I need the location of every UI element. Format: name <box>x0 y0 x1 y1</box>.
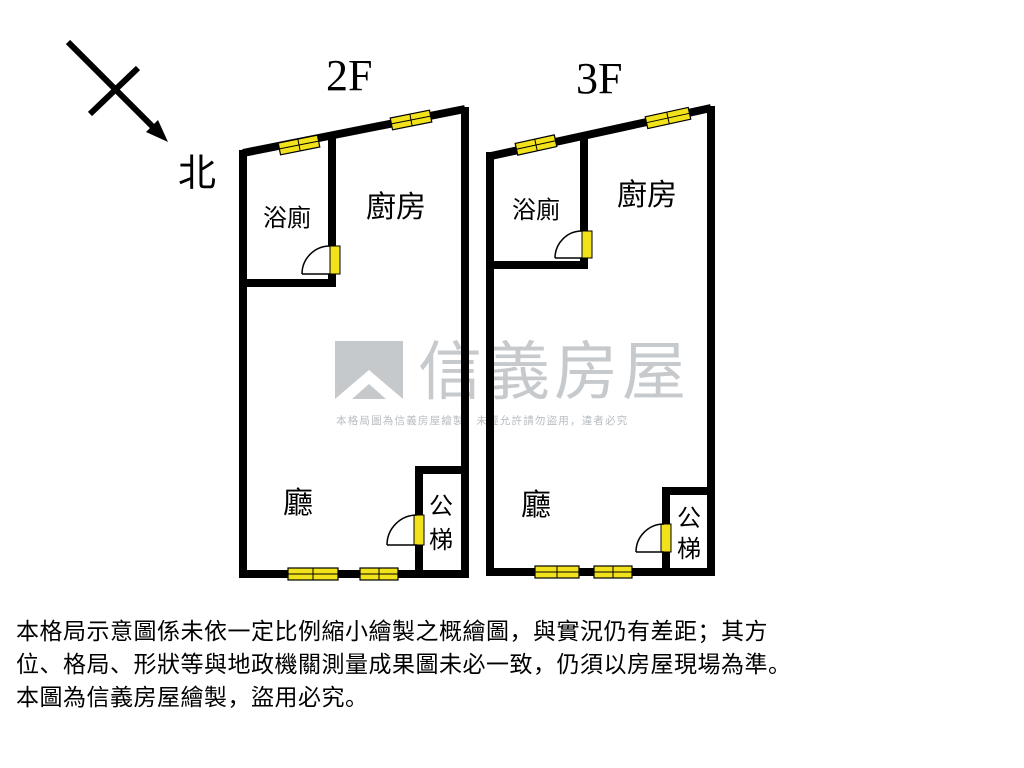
floor-plan-2f: 2F <box>239 51 469 581</box>
door-bathroom-2f <box>301 245 341 275</box>
north-arrow-crossbar <box>87 65 141 117</box>
door-bathroom-3f <box>554 230 593 259</box>
room-living-3f: 廳 <box>521 488 551 523</box>
watermark-name: 信義房屋 <box>418 336 690 410</box>
floor-label-3f: 3F <box>576 54 622 103</box>
disclaimer-line-2: 位、格局、形狀等與地政機關測量成果圖未必一致，仍須以房屋現場為準。 <box>16 652 792 678</box>
room-living-2f: 廳 <box>283 486 313 521</box>
wall-north-2f <box>242 105 466 157</box>
door-elevator-3f <box>635 523 672 553</box>
window-north-left-2f <box>277 134 321 156</box>
window-north-left-3f <box>514 134 558 156</box>
disclaimer-line-3: 本圖為信義房屋繪製，盜用必究。 <box>16 685 369 711</box>
watermark: 信義房屋 本格局圖為信義房屋繪製，未經允許請勿盜用，違者必究 <box>335 336 690 427</box>
north-arrow-head <box>146 120 168 142</box>
room-elevator-top-2f: 公 <box>429 492 453 520</box>
room-elevator-top-3f: 公 <box>677 504 701 532</box>
room-kitchen-2f: 廚房 <box>366 190 426 225</box>
floor-plan-canvas: 北 信義房屋 本格局圖為信義房屋繪製，未經允許請勿盜用，違者必究 2F <box>65 39 715 581</box>
door-elevator-2f <box>386 514 425 546</box>
watermark-logo-icon <box>335 341 403 399</box>
floor-label-2f: 2F <box>326 51 372 100</box>
window-south-left-2f <box>287 567 339 581</box>
floor-plan-3f: 3F <box>486 54 715 579</box>
room-kitchen-3f: 廚房 <box>617 178 677 213</box>
window-south-right-3f <box>593 565 633 579</box>
room-elevator-bottom-3f: 梯 <box>677 535 701 563</box>
disclaimer: 本格局示意圖係未依一定比例縮小繪製之概繪圖，與實況仍有差距；其方 位、格局、形狀… <box>16 616 1012 715</box>
room-bathroom-3f: 浴廁 <box>512 196 560 224</box>
window-south-left-3f <box>534 565 580 579</box>
disclaimer-line-1: 本格局示意圖係未依一定比例縮小繪製之概繪圖，與實況仍有差距；其方 <box>16 619 768 645</box>
window-north-right-2f <box>389 109 433 131</box>
window-south-right-2f <box>359 567 399 581</box>
room-elevator-bottom-2f: 梯 <box>429 526 453 554</box>
window-north-right-3f <box>644 106 692 130</box>
room-bathroom-2f: 浴廁 <box>263 204 311 232</box>
north-label: 北 <box>178 151 216 195</box>
north-arrow: 北 <box>65 39 216 195</box>
watermark-notice: 本格局圖為信義房屋繪製，未經允許請勿盜用，違者必究 <box>336 414 629 427</box>
